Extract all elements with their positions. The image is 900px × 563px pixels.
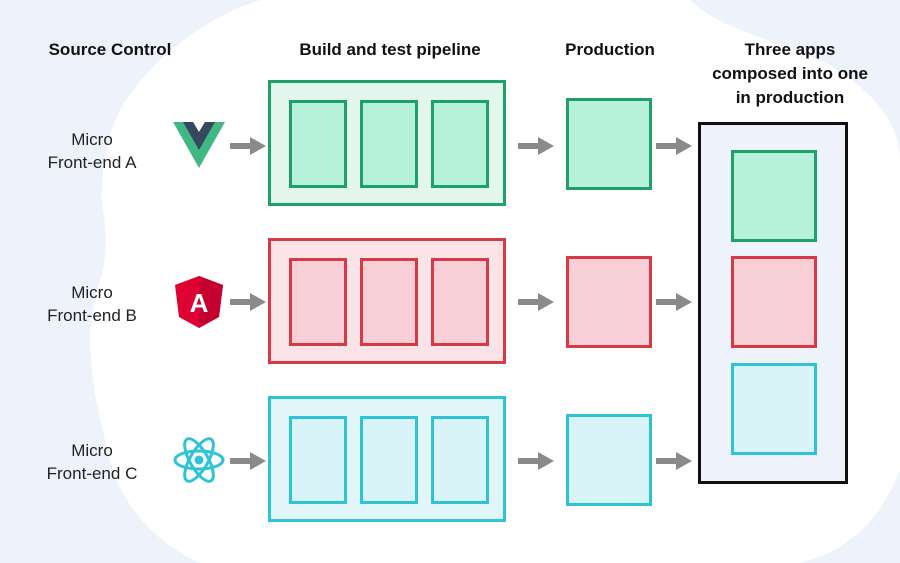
composite-app-c bbox=[731, 363, 817, 455]
angular-icon: A bbox=[171, 274, 227, 330]
arrow-b-build-to-production bbox=[518, 292, 554, 312]
frontend-a-label: Micro Front-end A bbox=[22, 128, 162, 174]
arrow-b-production-to-composite bbox=[656, 292, 692, 312]
pipeline-b-stage-3 bbox=[431, 258, 489, 346]
pipeline-a-stage-1 bbox=[289, 100, 347, 188]
pipeline-c bbox=[268, 396, 506, 522]
pipeline-c-stage-2 bbox=[360, 416, 418, 504]
pipeline-a-stage-3 bbox=[431, 100, 489, 188]
three-apps-heading-line-1: Three apps bbox=[744, 40, 836, 59]
three-apps-heading: Three apps composed into one in producti… bbox=[700, 38, 880, 110]
production-a bbox=[566, 98, 652, 190]
three-apps-heading-line-2: composed into one bbox=[712, 64, 868, 83]
source-control-heading: Source Control bbox=[48, 40, 172, 59]
composite-app-a bbox=[731, 150, 817, 242]
arrow-a-source-to-build bbox=[230, 136, 266, 156]
frontend-c-label-line-2: Front-end C bbox=[46, 464, 138, 483]
frontend-b-label: Micro Front-end B bbox=[22, 281, 162, 327]
arrow-c-build-to-production bbox=[518, 451, 554, 471]
vue-icon bbox=[171, 116, 227, 172]
frontend-c-label: Micro Front-end C bbox=[22, 439, 162, 485]
build-pipeline-heading: Build and test pipeline bbox=[299, 40, 481, 59]
production-b bbox=[566, 256, 652, 348]
frontend-a-label-line-1: Micro bbox=[71, 130, 113, 149]
production-heading: Production bbox=[565, 40, 655, 59]
pipeline-c-stage-3 bbox=[431, 416, 489, 504]
pipeline-b bbox=[268, 238, 506, 364]
production-c bbox=[566, 414, 652, 506]
frontend-b-label-line-1: Micro bbox=[71, 283, 113, 302]
pipeline-a-stage-2 bbox=[360, 100, 418, 188]
frontend-a-label-line-2: Front-end A bbox=[47, 153, 137, 172]
arrow-c-source-to-build bbox=[230, 451, 266, 471]
pipeline-b-stage-2 bbox=[360, 258, 418, 346]
pipeline-a bbox=[268, 80, 506, 206]
angular-icon-letter: A bbox=[190, 288, 209, 318]
three-apps-heading-line-3: in production bbox=[735, 88, 845, 107]
arrow-c-production-to-composite bbox=[656, 451, 692, 471]
react-icon bbox=[171, 432, 227, 488]
arrow-b-source-to-build bbox=[230, 292, 266, 312]
pipeline-b-stage-1 bbox=[289, 258, 347, 346]
arrow-a-build-to-production bbox=[518, 136, 554, 156]
frontend-b-label-line-2: Front-end B bbox=[47, 306, 137, 325]
frontend-c-label-line-1: Micro bbox=[71, 441, 113, 460]
arrow-a-production-to-composite bbox=[656, 136, 692, 156]
pipeline-c-stage-1 bbox=[289, 416, 347, 504]
composite-app-b bbox=[731, 256, 817, 348]
